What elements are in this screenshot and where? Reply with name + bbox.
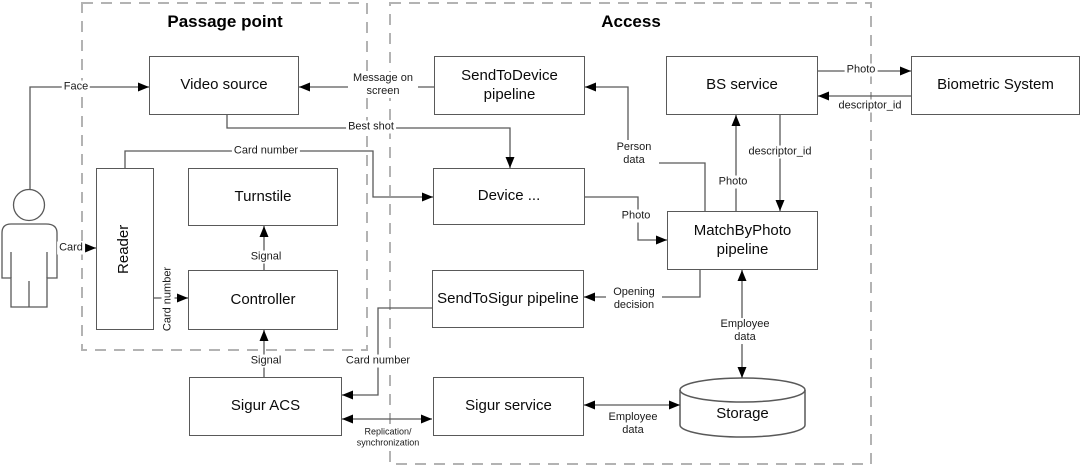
edge-label-face: Face	[61, 80, 91, 94]
access-group-frame	[389, 2, 872, 465]
node-send-to-sigur-pipeline: SendToSigur pipeline	[432, 270, 584, 328]
person-body	[1, 223, 58, 308]
edge-label-signal-to-turnstile: Signal	[248, 250, 284, 264]
edge-label-card-number-to-device: Card number	[231, 144, 301, 158]
edge-label-best-shot: Best shot	[346, 120, 396, 134]
node-biometric-system: Biometric System	[911, 56, 1080, 115]
edge-label-employee-data-vertical: Employee data	[715, 318, 775, 344]
edge-label-photo-device-match: Photo	[619, 209, 653, 223]
edge-label-card-number-to-controller: Card number	[161, 264, 175, 334]
edge-card-number-to-sigur-acs-line	[342, 307, 432, 400]
edge-label-replication: Replication/ synchronization	[354, 426, 422, 448]
access-group-title: Access	[601, 12, 661, 31]
edge-label-descriptor-id-biometric-bs: descriptor_id	[836, 99, 904, 113]
edge-person-data-line-a	[650, 162, 706, 211]
node-storage-label: Storage	[716, 404, 769, 422]
edge-label-replication-line2: synchronization	[356, 437, 420, 447]
edge-label-employee-data-horizontal: Employee data	[603, 411, 663, 437]
node-match-by-photo-pipeline: MatchByPhoto pipeline	[667, 211, 818, 270]
edge-label-signal-to-controller: Signal	[248, 354, 284, 368]
person-figure	[1, 188, 58, 308]
edge-label-person-data: Person data	[609, 141, 659, 167]
person-head	[12, 188, 46, 222]
node-sigur-acs: Sigur ACS	[189, 377, 342, 436]
edge-label-descriptor-id-bs-match: descriptor_id	[746, 145, 814, 159]
node-turnstile: Turnstile	[188, 168, 338, 226]
storage-cylinder	[679, 377, 806, 438]
node-bs-service: BS service	[666, 56, 818, 115]
edge-face-line	[29, 82, 149, 190]
edge-label-photo-bs-biometric: Photo	[844, 63, 878, 77]
edge-label-opening-decision: Opening decision	[606, 286, 662, 312]
edge-person-data-line-b	[585, 82, 629, 140]
edge-label-card-number-to-sigur-acs: Card number	[343, 354, 413, 368]
passage-point-group-title: Passage point	[167, 12, 283, 31]
node-controller: Controller	[188, 270, 338, 330]
node-send-to-device-pipeline: SendToDevice pipeline	[434, 56, 585, 115]
passage-point-group-frame	[81, 2, 368, 351]
edge-label-message-on-screen: Message on screen	[348, 72, 418, 98]
node-reader: Reader	[96, 168, 154, 330]
edge-label-photo-match-bs: Photo	[716, 175, 750, 189]
edge-label-card: Card	[57, 241, 85, 255]
node-sigur-service: Sigur service	[433, 377, 584, 436]
node-video-source: Video source	[149, 56, 299, 115]
edge-label-replication-line1: Replication/	[364, 426, 412, 437]
edge-card-number-to-device-line	[124, 150, 433, 202]
node-device: Device ...	[433, 168, 585, 225]
